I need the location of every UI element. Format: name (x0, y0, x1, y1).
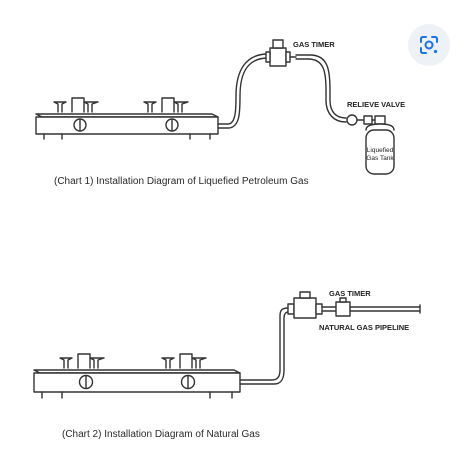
chart1-tank-label-2: Gas Tank (366, 155, 394, 162)
chart2-knob-right (180, 374, 196, 390)
chart2-knob-left (78, 374, 94, 390)
chart1-tank-label-1: Liquefied (367, 147, 394, 154)
chart1-valve-label: RELIEVE VALVE (347, 100, 405, 109)
lens-search-button[interactable] (408, 24, 450, 66)
chart2-gas-timer (287, 291, 323, 319)
chart1-knob-left (73, 118, 87, 132)
chart1-relieve-valve (346, 114, 373, 126)
chart2-pipeline (321, 297, 421, 317)
chart2-caption: (Chart 2) Installation Diagram of Natura… (62, 429, 260, 440)
lens-search-icon (420, 36, 438, 54)
chart1-pipe-to-valve (295, 54, 347, 119)
chart1-gas-timer (265, 39, 297, 67)
chart1-pipe-to-timer (217, 57, 271, 129)
chart1-burner-right (143, 97, 189, 113)
chart1-timer-label: GAS TIMER (293, 40, 335, 49)
chart2-burner-left (59, 353, 105, 369)
chart1-burner-left (53, 97, 99, 113)
chart2-pipe-to-timer (239, 307, 289, 381)
chart1-caption: (Chart 1) Installation Diagram of Liquef… (54, 176, 309, 187)
chart2-timer-label: GAS TIMER (329, 289, 371, 298)
chart1-diagram: GAS TIMER RELIEVE VALVE Liquefied Gas Ta… (35, 39, 405, 187)
chart2-pipeline-label: NATURAL GAS PIPELINE (319, 323, 409, 332)
chart1-gas-tank (365, 115, 395, 175)
chart2-burner-right (161, 353, 207, 369)
chart2-stove (33, 353, 241, 399)
chart1-stove (35, 97, 219, 140)
chart2-diagram: GAS TIMER NATURAL GAS PIPELINE (Chart 2)… (33, 289, 421, 440)
chart1-knob-right (165, 118, 179, 132)
